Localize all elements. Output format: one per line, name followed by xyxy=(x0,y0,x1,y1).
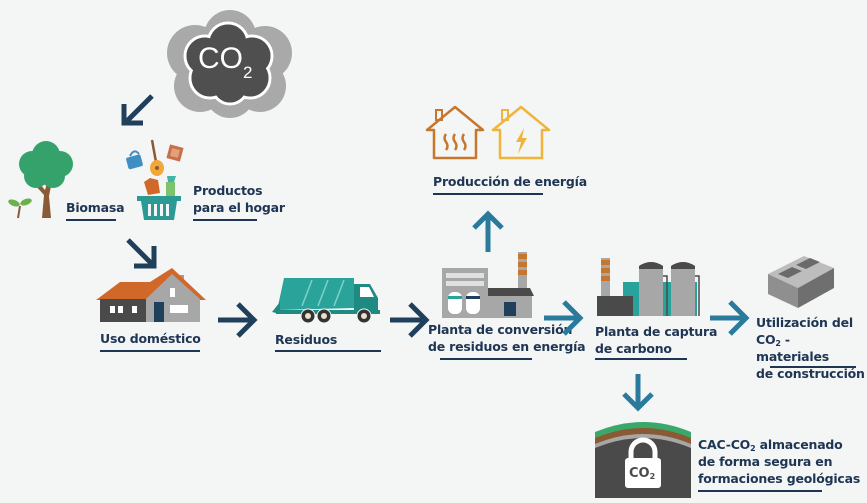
heat-house-icon xyxy=(424,104,486,160)
electric-house-icon xyxy=(490,104,552,160)
planta-captura-label: Planta de captura de carbono xyxy=(595,323,717,357)
planta-conversion-label-line1: Planta de conversión xyxy=(428,322,573,337)
almacenamiento-label-line2: de forma segura en xyxy=(698,454,833,469)
house-icon xyxy=(96,268,208,324)
geological-storage-icon: CO2 xyxy=(595,418,691,498)
co2-cloud-icon: CO2 xyxy=(160,8,295,118)
biomasa-label: Biomasa xyxy=(66,200,125,215)
almacenamiento-underline xyxy=(698,490,822,492)
arrow-house-to-residuos xyxy=(216,300,260,340)
planta-conversion-label: Planta de conversión de residuos en ener… xyxy=(428,321,586,355)
utilizacion-label-line3: de construcción xyxy=(756,366,865,381)
residuos-underline xyxy=(275,350,381,352)
utilizacion-label-line2: CO2 - materiales xyxy=(756,332,830,364)
arrow-cloud-to-products xyxy=(118,92,158,128)
garbage-truck-icon xyxy=(272,276,384,324)
produccion-energia-underline xyxy=(433,193,543,195)
produccion-energia-label: Producción de energía xyxy=(433,174,587,189)
uso-domestico-label: Uso doméstico xyxy=(100,331,201,346)
waste-to-energy-plant-icon xyxy=(440,250,536,318)
arrow-to-house xyxy=(124,236,160,272)
arrow-residuos-to-planta xyxy=(388,300,432,340)
biomasa-underline xyxy=(66,219,116,221)
arrow-captura-to-almacenamiento xyxy=(620,372,656,412)
planta-conversion-underline xyxy=(440,358,532,360)
tree-icon xyxy=(8,140,78,222)
utilizacion-underline xyxy=(770,366,856,368)
almacenamiento-label-line1: CAC-CO2 almacenado xyxy=(698,437,843,453)
productos-label-line1: Productos xyxy=(193,183,263,198)
household-products-icon xyxy=(122,138,192,222)
almacenamiento-label: CAC-CO2 almacenado de forma segura en fo… xyxy=(698,436,860,487)
almacenamiento-label-line3: formaciones geológicas xyxy=(698,471,861,486)
planta-captura-label-line1: Planta de captura xyxy=(595,324,718,339)
arrow-captura-to-utilizacion xyxy=(708,298,752,338)
planta-conversion-label-line2: de residuos en energía xyxy=(428,339,586,354)
productos-underline xyxy=(193,219,257,221)
arrow-planta-to-energia xyxy=(470,208,506,254)
utilizacion-label: Utilización del CO2 - materiales de cons… xyxy=(756,314,867,382)
concrete-block-icon xyxy=(766,244,836,310)
lock-co2-label: CO2 xyxy=(629,466,656,481)
productos-label: Productos para el hogar xyxy=(193,182,285,216)
utilizacion-label-line1: Utilización del xyxy=(756,315,853,330)
planta-captura-underline xyxy=(595,358,687,360)
carbon-capture-plant-icon xyxy=(595,256,700,318)
productos-label-line2: para el hogar xyxy=(193,200,285,215)
planta-captura-label-line2: de carbono xyxy=(595,341,672,356)
arrow-conversion-to-captura xyxy=(542,298,586,338)
uso-domestico-underline xyxy=(100,350,200,352)
co2-cloud-label: CO2 xyxy=(198,42,253,82)
residuos-label: Residuos xyxy=(275,332,338,347)
